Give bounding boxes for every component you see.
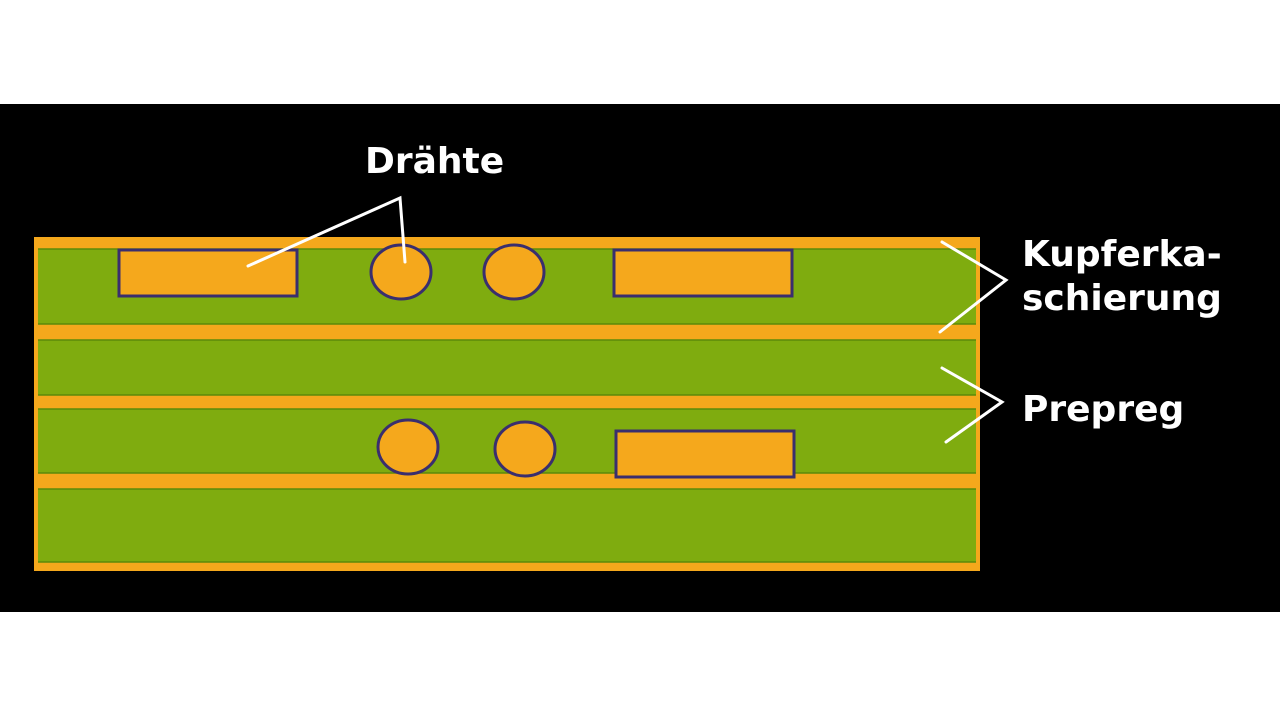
prepreg-layer-4: [38, 489, 976, 562]
wire-flat-3: [614, 429, 796, 479]
leader-lines: [246, 195, 1009, 444]
wire-round-1: [369, 243, 433, 301]
wire-flat-2: [612, 248, 794, 298]
label-wires: Drähte: [365, 141, 505, 182]
wire-round-3: [376, 418, 440, 476]
prepreg-layer-2: [38, 340, 976, 395]
label-prepreg: Prepreg: [1022, 389, 1185, 430]
label-copper-cladding: Kupferka- schierung: [1022, 233, 1222, 321]
label-copper-cladding-line2: schierung: [1022, 278, 1222, 319]
wire-round-4: [493, 420, 557, 478]
wire-flat-1: [117, 248, 299, 298]
leader-wires: [246, 195, 407, 268]
leader-copper-cladding: [938, 240, 1009, 334]
wire-round-2: [482, 243, 546, 301]
leader-prepreg: [940, 366, 1005, 444]
label-copper-cladding-line1: Kupferka-: [1022, 234, 1222, 275]
